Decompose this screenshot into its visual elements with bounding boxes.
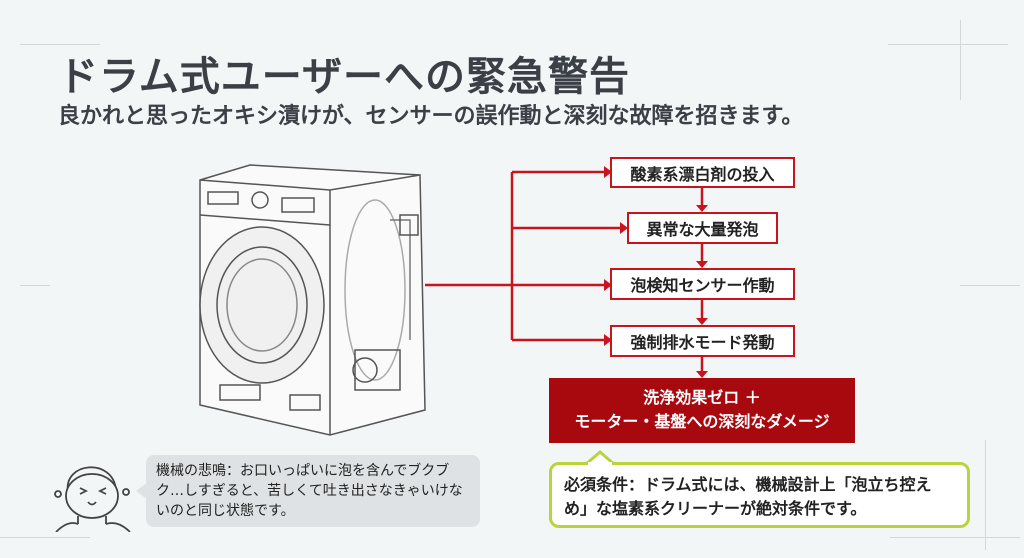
face-cheeks-puffed-icon <box>54 466 131 532</box>
flow-result: 洗浄効果ゼロ ＋ モーター・基盤への深刻なダメージ <box>549 378 855 443</box>
guide-line <box>888 44 1008 45</box>
guide-line <box>20 285 50 286</box>
guide-line <box>960 20 961 100</box>
result-line-1: 洗浄効果ゼロ ＋ <box>643 388 761 407</box>
callout-pointer-mask <box>588 462 612 466</box>
flow-step-drain: 強制排水モード発動 <box>610 325 795 357</box>
flow-step-bleach: 酸素系漂白剤の投入 <box>610 157 795 188</box>
flow-step-sensor: 泡検知センサー作動 <box>610 268 795 300</box>
requirement-callout: 必須条件：ドラム式には、機械設計上「泡立ち控えめ」な塩素系クリーナーが絶対条件で… <box>549 462 970 528</box>
page-subtitle: 良かれと思ったオキシ漬けが、センサーの誤作動と深刻な故障を招きます。 <box>58 104 804 129</box>
bubble-pointer <box>136 482 148 500</box>
page-title: ドラム式ユーザーへの緊急警告 <box>58 54 630 100</box>
flow-step-foaming: 異常な大量発泡 <box>627 212 778 244</box>
guide-line <box>20 44 100 45</box>
analogy-speech-bubble: 機械の悲鳴：お口いっぱいに泡を含んでブクブク…しすぎると、苦しくて吐き出さなきゃ… <box>146 455 480 527</box>
guide-line <box>960 285 1020 286</box>
guide-line <box>890 537 1020 538</box>
washing-machine-illustration <box>199 164 426 436</box>
guide-line <box>0 537 90 538</box>
guide-line <box>985 440 986 550</box>
result-line-2: モーター・基盤への深刻なダメージ <box>574 412 830 431</box>
